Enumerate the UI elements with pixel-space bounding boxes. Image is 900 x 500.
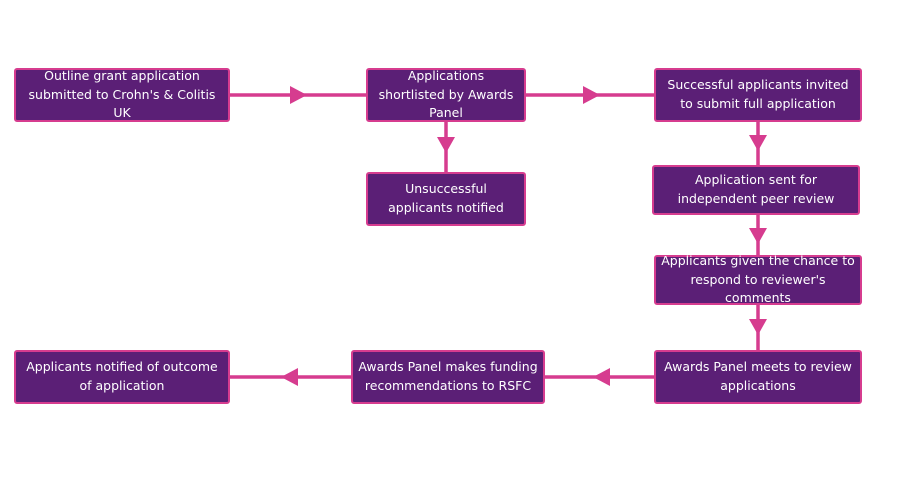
arrowhead-down <box>749 228 767 244</box>
arrowhead-left <box>593 368 610 386</box>
arrowhead-down <box>749 319 767 335</box>
step-outline-application: Outline grant application submitted to C… <box>14 68 230 122</box>
arrowhead-down <box>749 135 767 151</box>
step-peer-review: Application sent for independent peer re… <box>652 165 860 215</box>
step-shortlisted: Applications shortlisted by Awards Panel <box>366 68 526 122</box>
step-invited-full-application: Successful applicants invited to submit … <box>654 68 862 122</box>
step-label: Awards Panel makes funding recommendatio… <box>358 359 538 393</box>
arrowhead-right <box>290 86 307 104</box>
step-label: Applicants given the chance to respond t… <box>661 252 855 306</box>
step-panel-meets: Awards Panel meets to review application… <box>654 350 862 404</box>
step-label: Applicants notified of outcome of applic… <box>26 359 218 393</box>
arrowhead-down <box>437 137 455 153</box>
step-label: Awards Panel meets to review application… <box>664 359 852 393</box>
step-label: Unsuccessful applicants notified <box>388 181 504 215</box>
step-label: Successful applicants invited to submit … <box>667 77 849 111</box>
step-label: Outline grant application submitted to C… <box>28 67 216 121</box>
arrowhead-left <box>281 368 298 386</box>
step-respond-to-comments: Applicants given the chance to respond t… <box>654 252 862 306</box>
step-unsuccessful-notified: Unsuccessful applicants notified <box>366 172 526 226</box>
arrowhead-right <box>583 86 600 104</box>
step-label: Application sent for independent peer re… <box>677 172 835 206</box>
step-funding-recommendations: Awards Panel makes funding recommendatio… <box>351 350 545 404</box>
step-notified-outcome: Applicants notified of outcome of applic… <box>14 350 230 404</box>
step-label: Applications shortlisted by Awards Panel <box>378 67 514 121</box>
